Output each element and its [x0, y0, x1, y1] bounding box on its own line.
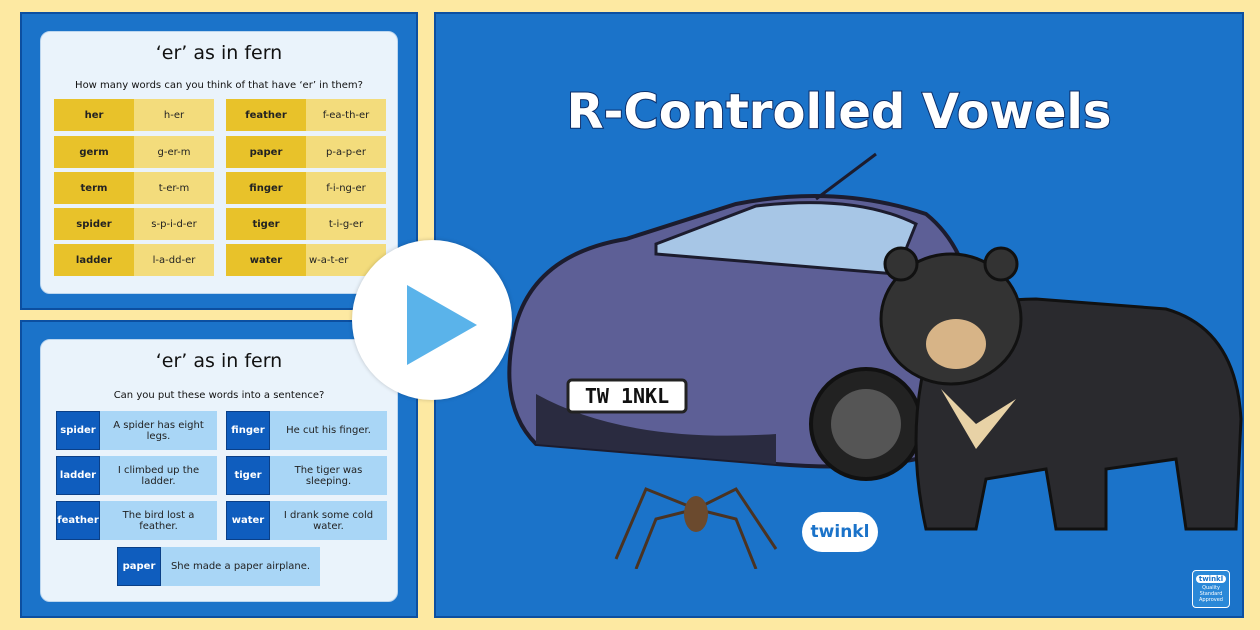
main-title: R-Controlled Vowels: [566, 83, 1113, 141]
word-cell: finger: [226, 172, 306, 204]
slide-subtitle: How many words can you think of that hav…: [75, 80, 363, 91]
word-cell: ladder: [54, 244, 134, 276]
twinkl-logo: twinkl: [802, 512, 878, 552]
word-cell: her: [54, 99, 134, 131]
quality-badge: twinkl Quality Standard Approved: [1192, 570, 1230, 608]
word-box: spider: [56, 411, 100, 450]
badge-logo: twinkl: [1196, 575, 1226, 583]
word-box: tiger: [226, 456, 270, 495]
sentence-box: I climbed up the ladder.: [100, 456, 217, 495]
slide-subtitle: Can you put these words into a sentence?: [113, 390, 325, 401]
split-cell: f-ea-th-er: [306, 99, 386, 131]
split-cell: t-er-m: [134, 172, 214, 204]
license-plate: TW 1NKL: [585, 384, 669, 408]
split-cell: l-a-dd-er: [134, 244, 214, 276]
word-cell: paper: [226, 136, 306, 168]
slide-title: ‘er’ as in fern: [155, 350, 283, 372]
split-cell: t-i-g-er: [306, 208, 386, 240]
main-slide: R-Controlled Vowels TW 1NKL twinkl twink…: [434, 12, 1244, 618]
word-cell: water: [226, 244, 306, 276]
play-button[interactable]: [352, 240, 512, 400]
word-box: ladder: [56, 456, 100, 495]
sentence-box: The tiger was sleeping.: [270, 456, 387, 495]
word-cell: feather: [226, 99, 306, 131]
spider-illustration: [614, 487, 778, 569]
split-cell: s-p-i-d-er: [134, 208, 214, 240]
slide-title: ‘er’ as in fern: [155, 42, 283, 64]
sentence-box: The bird lost a feather.: [100, 501, 217, 540]
slide-thumbnail-words[interactable]: ‘er’ as in fern How many words can you t…: [20, 12, 418, 310]
sentence-box: I drank some cold water.: [270, 501, 387, 540]
slide-panel: ‘er’ as in fern Can you put these words …: [40, 339, 398, 602]
split-cell: g-er-m: [134, 136, 214, 168]
split-cell: f-i-ng-er: [306, 172, 386, 204]
bear-illustration: [879, 246, 1243, 531]
word-box: paper: [117, 547, 161, 586]
word-box: water: [226, 501, 270, 540]
word-cell: spider: [54, 208, 134, 240]
word-cell: term: [54, 172, 134, 204]
split-cell: p-a-p-er: [306, 136, 386, 168]
play-icon: [407, 285, 477, 365]
badge-text: Quality Standard Approved: [1199, 585, 1223, 603]
split-cell: h-er: [134, 99, 214, 131]
sentence-box: She made a paper airplane.: [161, 547, 320, 586]
word-cell: tiger: [226, 208, 306, 240]
sentence-box: He cut his finger.: [270, 411, 387, 450]
word-box: finger: [226, 411, 270, 450]
sentence-box: A spider has eight legs.: [100, 411, 217, 450]
word-box: feather: [56, 501, 100, 540]
word-cell: germ: [54, 136, 134, 168]
slide-thumbnail-sentences[interactable]: ‘er’ as in fern Can you put these words …: [20, 320, 418, 618]
slide-panel: ‘er’ as in fern How many words can you t…: [40, 31, 398, 294]
